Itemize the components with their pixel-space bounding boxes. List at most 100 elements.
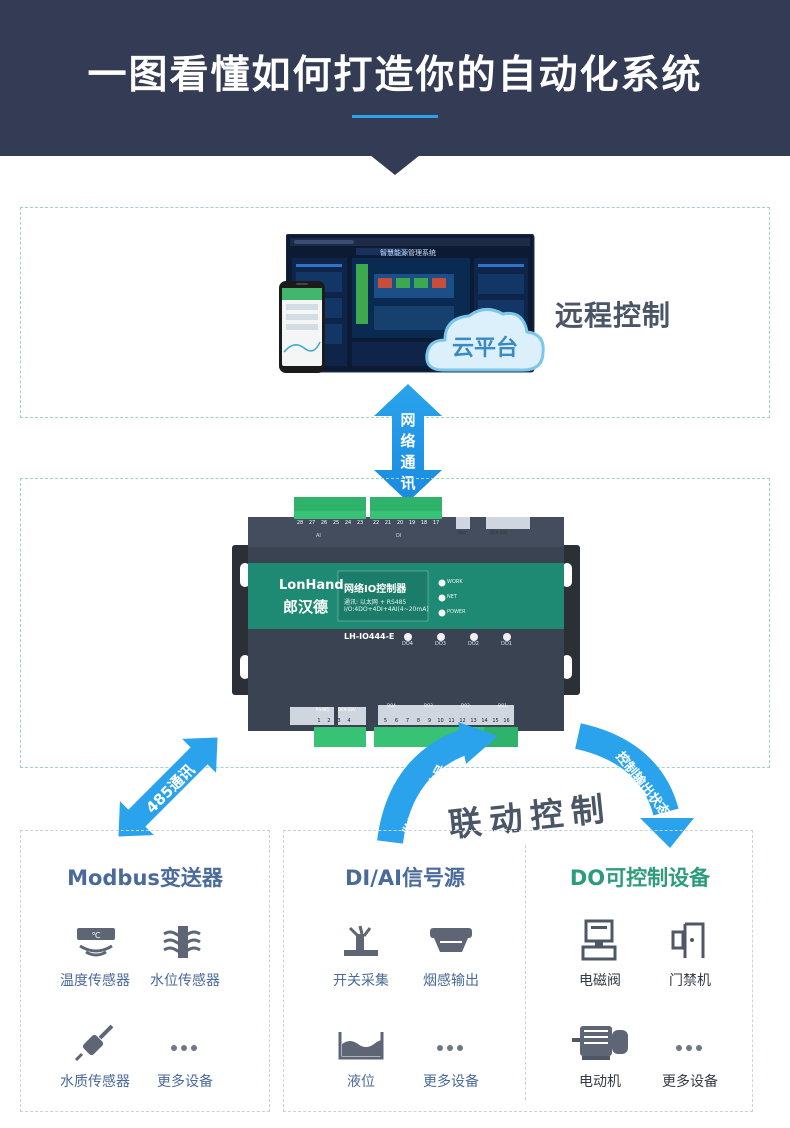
liquid-level-icon [338, 1032, 384, 1060]
terminal-number: 17 [432, 520, 440, 526]
access-control-icon [671, 922, 705, 958]
led-power-label: POWER [447, 609, 466, 615]
svg-text:℃: ℃ [92, 931, 101, 940]
remote-control-label: 远程控制 [555, 299, 672, 332]
thermometer-icon: ℃ [77, 928, 115, 957]
do2-led-label: DO2 [468, 641, 479, 647]
terminal-number: 22 [372, 520, 380, 526]
smartphone [279, 281, 325, 373]
terminal-number: 14 [481, 718, 488, 724]
temperature-sensor-label: 温度传感器 [60, 973, 130, 989]
terminal-number: 26 [320, 520, 328, 526]
device-spec-io: I/O:4DO+4DI+4AI(4~20mA) [344, 606, 429, 613]
title-underline [352, 115, 438, 118]
bottom-terminal-numbers-left: 1 2 3 4 [314, 718, 354, 724]
di-group-label: DI [396, 533, 402, 539]
io-controller-device [232, 497, 580, 747]
do4-led-label: DO4 [402, 641, 413, 647]
dashboard-title: 智慧能源管理系统 [380, 249, 436, 257]
terminal-number: 18 [420, 520, 428, 526]
ai-group-label: AI [316, 533, 321, 539]
terminal-number: 1 [317, 718, 321, 724]
terminal-number: 27 [308, 520, 316, 526]
do3-led-label: DO3 [435, 641, 446, 647]
terminal-number: 13 [470, 718, 477, 724]
led-net-label: NET [447, 594, 457, 600]
solenoid-valve-icon [581, 919, 617, 961]
rs485-group-label: RS485 [316, 707, 329, 712]
device-spec-comm: 通讯: 以太网 + RS485 [344, 599, 407, 606]
liquid-level-label: 液位 [347, 1074, 375, 1090]
smoke-detector-icon [430, 928, 472, 952]
device-panel [20, 478, 770, 768]
rs485-arrow [118, 737, 218, 837]
do4-group-label: DO4 [387, 703, 396, 708]
device-model: LH-IO444-E [344, 632, 395, 641]
modbus-panel [20, 830, 270, 1112]
terminal-number: 15 [492, 718, 499, 724]
modbus-title: Modbus变送器 [67, 866, 223, 890]
solenoid-valve-label: 电磁阀 [579, 973, 621, 989]
terminal-number: 8 [416, 718, 421, 724]
io-panel-divider [525, 845, 526, 1100]
access-control-label: 门禁机 [669, 973, 711, 989]
terminal-number: 21 [384, 520, 392, 526]
device-brand-cn: 郎汉德 [283, 598, 329, 616]
more-dots-icon [437, 1045, 463, 1051]
more-dots-icon [171, 1045, 197, 1051]
terminal-number: 7 [405, 718, 410, 724]
water-level-sensor-label: 水位传感器 [150, 973, 220, 989]
header-notch [370, 155, 420, 175]
water-quality-probe-icon [74, 1024, 114, 1062]
power-group-label: DC9-28V [338, 707, 356, 712]
linkage-curve-arrows [377, 722, 694, 848]
terminal-number: 11 [448, 718, 455, 724]
water-level-icon [163, 926, 201, 958]
page-title: 一图看懂如何打造你的自动化系统 [87, 53, 703, 98]
terminal-number: 5 [383, 718, 388, 724]
terminal-number: 20 [396, 520, 404, 526]
more-dots-icon [676, 1045, 702, 1051]
cloud-platform-label: 云平台 [451, 336, 518, 361]
do2-group-label: DO2 [461, 703, 470, 708]
do1-led-label: DO1 [501, 641, 512, 647]
diai-title: DI/AI信号源 [345, 866, 465, 890]
terminal-number: 6 [394, 718, 399, 724]
diai-more-devices-label: 更多设备 [423, 1074, 479, 1090]
do3-group-label: DO3 [424, 703, 433, 708]
terminal-number: 9 [427, 718, 432, 724]
do1-group-label: DO1 [498, 703, 507, 708]
switch-collection-label: 开关采集 [333, 973, 389, 989]
modbus-more-devices-label: 更多设备 [157, 1074, 213, 1090]
terminal-number: 3 [337, 718, 341, 724]
terminal-number: 24 [344, 520, 352, 526]
ethernet-port-label: 网口 [458, 530, 466, 535]
terminal-number: 28 [296, 520, 304, 526]
power-port-label: DC9-28V [490, 530, 508, 535]
terminal-number: 2 [327, 718, 331, 724]
header-banner [0, 0, 790, 156]
water-quality-sensor-label: 水质传感器 [60, 1074, 130, 1090]
switch-icon [344, 925, 378, 956]
motor-icon [572, 1026, 628, 1060]
terminal-number: 25 [332, 520, 340, 526]
do-title: DO可控制设备 [569, 866, 711, 890]
terminal-number: 12 [459, 718, 466, 724]
bottom-terminal-numbers-right: 5 6 7 8 9 10 11 12 13 14 15 16 [380, 718, 512, 724]
terminal-number: 10 [437, 718, 444, 724]
terminal-number: 19 [408, 520, 416, 526]
led-work-label: WORK [447, 579, 463, 585]
top-terminal-numbers-ai: 28 27 26 25 24 23 [294, 520, 366, 526]
network-arrow [374, 384, 442, 502]
io-panel [283, 830, 753, 1112]
terminal-number: 4 [347, 718, 351, 724]
do-more-devices-label: 更多设备 [662, 1074, 718, 1090]
motor-label: 电动机 [579, 1074, 621, 1090]
cloud-icon [425, 308, 545, 372]
device-brand: LonHand [279, 578, 344, 593]
smoke-output-label: 烟感输出 [423, 973, 479, 989]
terminal-number: 16 [503, 718, 510, 724]
terminal-number: 23 [356, 520, 364, 526]
device-product-name: 网络IO控制器 [344, 584, 407, 595]
top-terminal-numbers-di: 22 21 20 19 18 17 [370, 520, 442, 526]
